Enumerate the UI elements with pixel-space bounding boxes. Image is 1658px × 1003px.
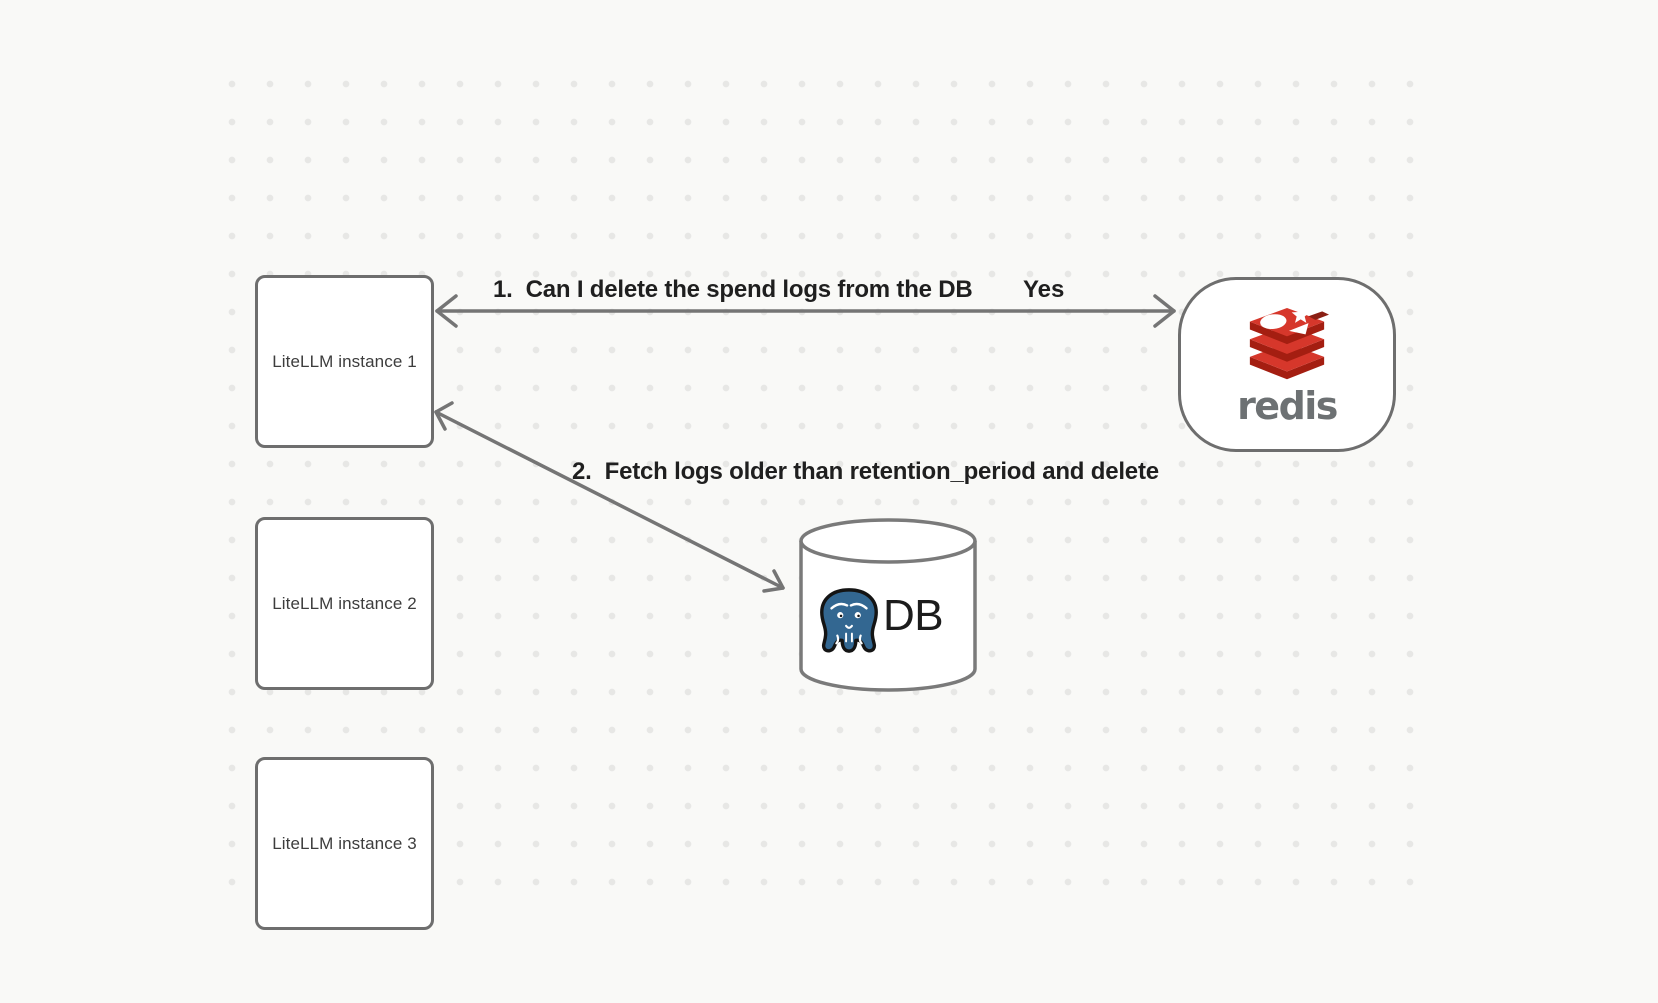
db-label: DB: [883, 591, 944, 640]
notch-shape: [1308, 310, 1330, 320]
redis-logo-icon: [1249, 305, 1330, 379]
star-shape: [1291, 305, 1310, 323]
litellm-instance-1-label: LiteLLM instance 1: [272, 351, 417, 371]
litellm-instance-2-label: LiteLLM instance 2: [272, 593, 417, 613]
litellm-instance-3-node[interactable]: LiteLLM instance 3: [255, 757, 434, 930]
litellm-instance-3-label: LiteLLM instance 3: [272, 833, 417, 853]
db-node[interactable]: DB: [797, 518, 979, 694]
spend-logs-question-arrow[interactable]: [435, 294, 1176, 328]
edge2-label[interactable]: 2. Fetch logs older than retention_perio…: [572, 457, 1159, 487]
edge1-response-label[interactable]: Yes: [1023, 276, 1065, 303]
database-cylinder-icon: [799, 518, 977, 692]
edge1-label[interactable]: 1. Can I delete the spend logs from the …: [493, 275, 973, 305]
litellm-instance-2-node[interactable]: LiteLLM instance 2: [255, 517, 434, 690]
edge2-number: 2.: [572, 458, 592, 485]
triangle-shape: [1288, 322, 1309, 334]
edge1-text: Can I delete the spend logs from the DB: [525, 276, 973, 303]
fetch-logs-arrow[interactable]: [434, 401, 785, 593]
edge1-number: 1.: [493, 276, 513, 303]
edge2-text: Fetch logs older than retention_period a…: [604, 458, 1159, 485]
litellm-instance-1-node[interactable]: LiteLLM instance 1: [255, 275, 434, 448]
redis-node[interactable]: redis: [1178, 277, 1396, 452]
redis-wordmark: redis: [1237, 383, 1338, 428]
postgresql-elephant-icon: [820, 588, 878, 653]
